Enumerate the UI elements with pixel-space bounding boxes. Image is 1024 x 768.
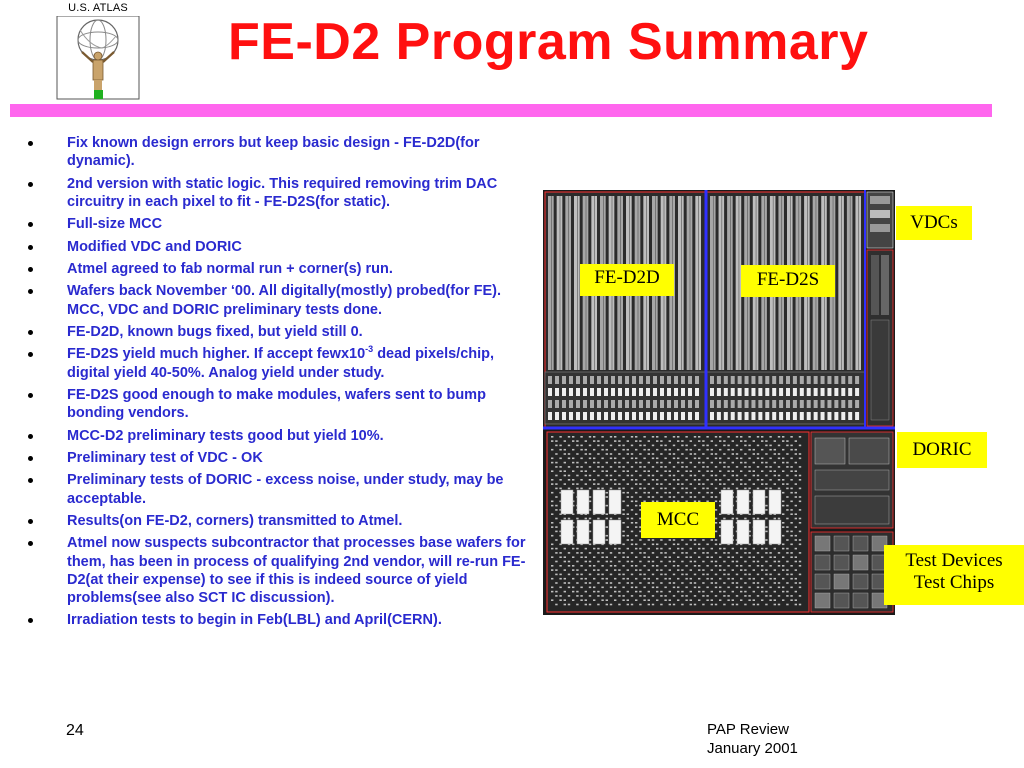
bullet-item: Fix known design errors but keep basic d…: [22, 134, 530, 170]
bullet-item: Results(on FE-D2, corners) transmitted t…: [22, 512, 530, 530]
vdc-region: [866, 191, 894, 427]
bullet-dot-icon: [28, 541, 33, 547]
bullet-item: Wafers back November ‘00. All digitally(…: [22, 282, 530, 318]
doric-label: DORIC: [897, 432, 987, 468]
bullet-item: Preliminary tests of DORIC - excess nois…: [22, 471, 530, 507]
bullet-text: FE-D2S yield much higher. If accept fewx…: [67, 346, 366, 363]
bullet-item: FE-D2S yield much higher. If accept fewx…: [22, 345, 530, 381]
test-devices-label: Test Devices Test Chips: [884, 545, 1024, 605]
bullet-item: FE-D2D, known bugs fixed, but yield stil…: [22, 323, 530, 341]
bullet-item: Atmel now suspects subcontractor that pr…: [22, 534, 530, 607]
bullet-text: FE-D2D, known bugs fixed, but yield stil…: [67, 323, 363, 340]
bullet-item: Irradiation tests to begin in Feb(LBL) a…: [22, 611, 530, 629]
fe-d2d-region: [544, 191, 706, 428]
fe-d2s-label: FE-D2S: [741, 265, 835, 297]
vdcs-label: VDCs: [896, 206, 972, 240]
bullet-text: Wafers back November ‘00. All digitally(…: [67, 283, 502, 318]
bullet-item: FE-D2S good enough to make modules, wafe…: [22, 386, 530, 422]
bullet-dot-icon: [28, 352, 33, 358]
bullet-text: Modified VDC and DORIC: [67, 238, 242, 255]
bullet-dot-icon: [28, 518, 33, 524]
chip-layout-image: [543, 190, 895, 615]
bullet-text: dead pixels/chip, digital yield 40-50%. …: [67, 346, 495, 381]
us-atlas-logo: U.S. ATLAS: [56, 2, 140, 100]
test-devices-region: [810, 531, 894, 613]
bullet-dot-icon: [28, 433, 33, 439]
atlas-figure-icon: [56, 16, 140, 100]
footer-event: PAP Review: [707, 721, 789, 738]
bullet-dot-icon: [28, 266, 33, 272]
bullet-text: Fix known design errors but keep basic d…: [67, 135, 480, 170]
doric-region: [810, 431, 894, 529]
bullet-text: Atmel agreed to fab normal run + corner(…: [67, 260, 393, 277]
bullet-text: FE-D2S good enough to make modules, wafe…: [67, 386, 486, 422]
bullet-text: Irradiation tests to begin in Feb(LBL) a…: [67, 612, 442, 629]
bullet-list: Fix known design errors but keep basic d…: [22, 134, 530, 634]
mcc-region: [546, 431, 810, 613]
bullet-text: Atmel now suspects subcontractor that pr…: [67, 535, 526, 606]
bullet-text: Full-size MCC: [67, 216, 163, 233]
bullet-dot-icon: [28, 222, 33, 228]
page-title: FE-D2 Program Summary: [228, 13, 869, 71]
bullet-item: Full-size MCC: [22, 215, 530, 233]
bullet-item: 2nd version with static logic. This requ…: [22, 175, 530, 211]
bullet-dot-icon: [28, 455, 33, 461]
test-devices-text: Test Devices: [905, 550, 1003, 571]
bullet-dot-icon: [28, 478, 33, 484]
bullet-text: 2nd version with static logic. This requ…: [67, 175, 498, 210]
bullet-dot-icon: [28, 289, 33, 295]
bullet-text: Preliminary tests of DORIC - excess nois…: [67, 472, 504, 507]
logo-text: U.S. ATLAS: [68, 2, 128, 14]
bullet-item: Preliminary test of VDC - OK: [22, 449, 530, 467]
bullet-dot-icon: [28, 618, 33, 624]
bullet-dot-icon: [28, 181, 33, 187]
footer-date: January 2001: [707, 740, 798, 757]
test-chips-text: Test Chips: [913, 572, 995, 593]
bullet-item: Modified VDC and DORIC: [22, 238, 530, 256]
bullet-text: MCC-D2 preliminary tests good but yield …: [67, 427, 384, 444]
footer-event-info: PAP Review January 2001: [707, 720, 798, 758]
bullet-dot-icon: [28, 392, 33, 398]
bullet-text: Results(on FE-D2, corners) transmitted t…: [67, 512, 403, 529]
fe-d2d-label: FE-D2D: [580, 264, 674, 296]
bullet-item: Atmel agreed to fab normal run + corner(…: [22, 260, 530, 278]
bullet-dot-icon: [28, 329, 33, 335]
bullet-text: Preliminary test of VDC - OK: [67, 449, 263, 466]
bullet-dot-icon: [28, 244, 33, 250]
bullet-item: MCC-D2 preliminary tests good but yield …: [22, 427, 530, 445]
bullet-dot-icon: [28, 141, 33, 146]
mcc-label: MCC: [641, 502, 715, 538]
page-number: 24: [66, 722, 84, 739]
bullet-superscript: -3: [365, 344, 374, 355]
fe-d2s-region: [706, 191, 866, 428]
title-rule: [10, 104, 992, 117]
